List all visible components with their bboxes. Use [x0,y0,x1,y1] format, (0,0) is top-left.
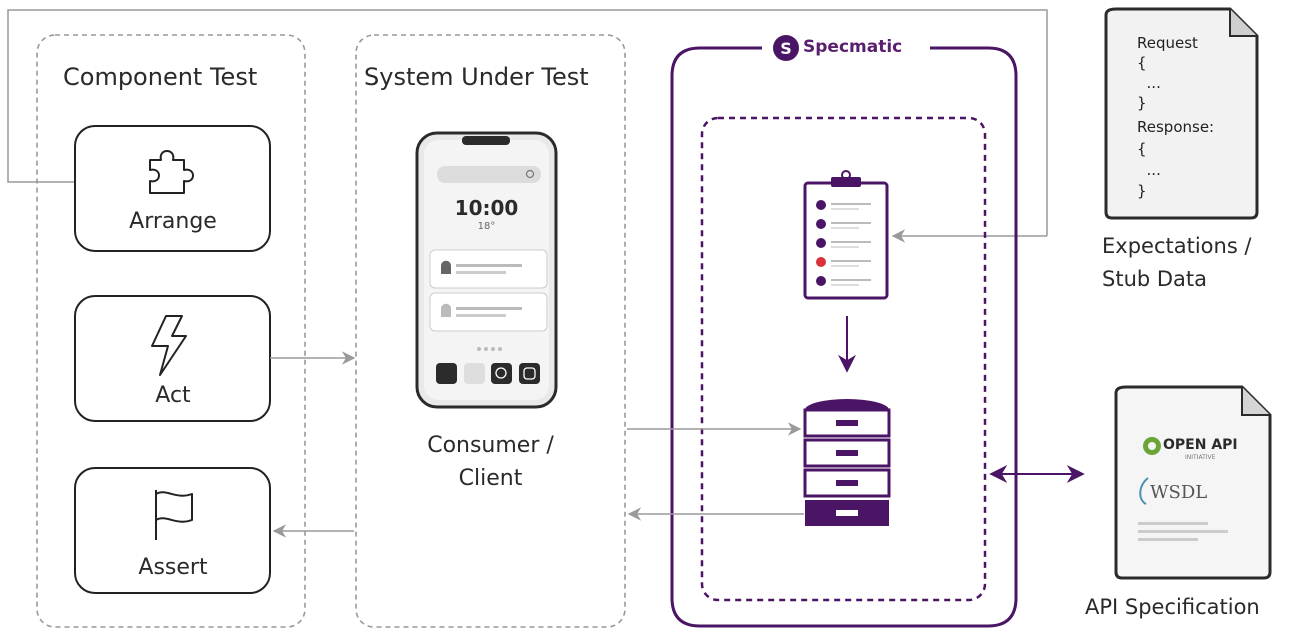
phone-illustration [415,131,558,409]
expectations-line-6: { [1137,140,1147,158]
phone-time: 10:00 [454,196,519,220]
arrange-box [74,125,271,252]
expectations-line-8: } [1137,182,1147,200]
openapi-logo-text: OPEN API [1163,437,1238,453]
phone-temperature: 18° [477,221,496,232]
openapi-logo-icon [1143,437,1161,455]
assert-label: Assert [138,555,208,580]
openapi-logo-sub: INITIATIVE [1185,454,1216,461]
specmatic-box [670,46,1018,628]
api-spec-caption: API Specification [1085,595,1260,619]
specmatic-logo-icon: S [773,35,799,61]
lightning-icon [151,315,187,376]
specmatic-brand: Specmatic [803,37,903,57]
database-icon [803,399,891,526]
expectations-to-arrange-line [7,9,1048,236]
consumer-label: Consumer / [427,433,554,458]
expectations-line-3: ... [1137,74,1161,92]
expectations-caption-2: Stub Data [1102,267,1208,291]
wsdl-logo-icon [1139,477,1149,505]
flag-icon [155,490,193,540]
sut-title: System Under Test [364,63,589,91]
stub-inner-box [700,116,987,602]
svg-text:S: S [780,39,792,58]
expectations-line-2: { [1137,54,1147,72]
expectations-caption-1: Expectations / [1102,234,1252,258]
clipboard-icon [803,170,889,300]
expectations-line-5: Response: [1137,118,1215,136]
client-label: Client [458,466,523,491]
assert-box [74,467,271,594]
expectations-document [1104,7,1259,220]
puzzle-icon [149,150,194,194]
expectations-line-4: } [1137,94,1147,112]
arrange-label: Arrange [129,209,217,234]
component-test-title: Component Test [63,63,258,91]
expectations-line-7: ... [1137,161,1161,179]
wsdl-logo-text: WSDL [1150,482,1208,503]
api-spec-document [1114,385,1272,580]
act-label: Act [155,383,191,408]
expectations-line-1: Request [1137,34,1198,52]
